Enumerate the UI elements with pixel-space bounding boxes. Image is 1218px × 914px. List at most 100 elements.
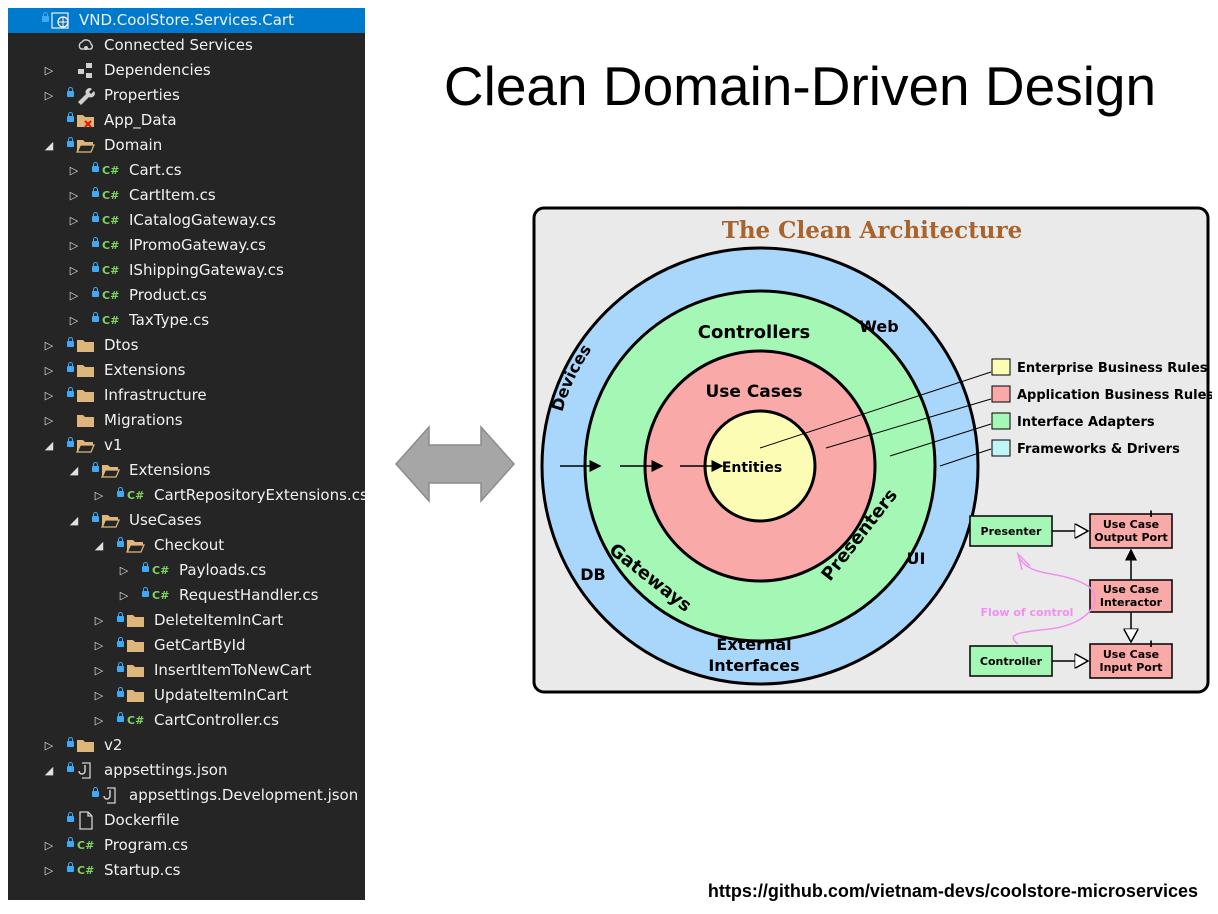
csharp-icon: C#	[77, 864, 95, 877]
expand-arrow-icon[interactable]: ▷	[119, 589, 129, 602]
tree-item[interactable]: ▷Infrastructure	[8, 383, 365, 408]
diagram-border	[532, 206, 1210, 694]
source-control-lock-icon	[117, 612, 124, 625]
tree-item-label: GetCartById	[154, 636, 246, 654]
tree-item[interactable]: ◢Domain	[8, 133, 365, 158]
expand-arrow-icon[interactable]: ▷	[94, 639, 104, 652]
tree-item[interactable]: ▷C#CartItem.cs	[8, 183, 365, 208]
tree-item[interactable]: ▷Dependencies	[8, 58, 365, 83]
tree-item-label: DeleteItemInCart	[154, 611, 284, 629]
expand-arrow-icon[interactable]: ▷	[94, 664, 104, 677]
tree-item-label: Dtos	[104, 336, 139, 354]
tree-item[interactable]: ▷ UpdateItemInCart	[8, 683, 365, 708]
input-port-line2: Input Port	[1099, 661, 1162, 674]
csharp-icon: C#	[102, 214, 120, 227]
tree-item[interactable]: ▷C#Startup.cs	[8, 858, 365, 883]
tree-item[interactable]: ▷Properties	[8, 83, 365, 108]
tree-item[interactable]: Connected Services	[8, 33, 365, 58]
csharp-icon: C#	[127, 489, 145, 502]
entities-label: Entities	[722, 460, 782, 476]
expand-arrow-icon[interactable]: ▷	[94, 689, 104, 702]
expand-arrow-icon[interactable]: ▷	[44, 339, 54, 352]
expand-arrow-icon[interactable]: ▷	[94, 614, 104, 627]
expand-arrow-icon[interactable]: ▷	[69, 189, 79, 202]
tree-item[interactable]: ▷Migrations	[8, 408, 365, 433]
expand-arrow-icon[interactable]: ▷	[44, 389, 54, 402]
tree-item[interactable]: ▷C#Product.cs	[8, 283, 365, 308]
tree-item[interactable]: appsettings.Development.json	[8, 783, 365, 808]
expand-arrow-icon[interactable]: ▷	[119, 564, 129, 577]
expand-arrow-icon[interactable]: ▷	[69, 314, 79, 327]
presenter-box-label: Presenter	[981, 525, 1043, 538]
tree-item-label: Cart.cs	[129, 161, 182, 179]
tree-item[interactable]: ▷Extensions	[8, 358, 365, 383]
expand-arrow-icon[interactable]: ▷	[94, 714, 104, 727]
source-control-lock-icon	[67, 387, 74, 400]
expand-arrow-icon[interactable]: ▷	[69, 264, 79, 277]
legend-swatch-application	[991, 385, 1011, 403]
tree-item[interactable]: ▷ Dtos	[8, 333, 365, 358]
tree-item-label: App_Data	[104, 111, 177, 129]
expand-arrow-icon[interactable]: ▷	[69, 164, 79, 177]
csharp-icon: C#	[102, 289, 120, 302]
source-control-lock-icon	[92, 237, 99, 250]
controllers-label: Controllers	[698, 322, 810, 343]
collapse-arrow-icon[interactable]: ◢	[69, 464, 79, 477]
flow-of-control-label: Flow of control	[981, 606, 1074, 619]
tree-item[interactable]: ▷C#Cart.cs	[8, 158, 365, 183]
collapse-arrow-icon[interactable]: ◢	[69, 514, 79, 527]
tree-item[interactable]: ▷C#RequestHandler.cs	[8, 583, 365, 608]
tree-item[interactable]: App_Data	[8, 108, 365, 133]
expand-arrow-icon[interactable]: ▷	[94, 489, 104, 502]
tree-item-label: UpdateItemInCart	[154, 686, 289, 704]
collapse-arrow-icon[interactable]: ◢	[94, 539, 104, 552]
source-control-lock-icon	[117, 662, 124, 675]
tree-item[interactable]: ▷v2	[8, 733, 365, 758]
expand-arrow-icon[interactable]: ▷	[44, 739, 54, 752]
expand-arrow-icon[interactable]: ▷	[44, 839, 54, 852]
tree-item[interactable]: ▷ DeleteItemInCart	[8, 608, 365, 633]
controller-box-label: Controller	[980, 655, 1043, 668]
slide-title: Clean Domain-Driven Design	[443, 55, 1157, 117]
collapse-arrow-icon[interactable]: ◢	[44, 764, 54, 777]
tree-item[interactable]: ▷C#Program.cs	[8, 833, 365, 858]
source-control-lock-icon	[42, 12, 49, 25]
tree-item[interactable]: ◢appsettings.json	[8, 758, 365, 783]
tree-item[interactable]: ▷InsertItemToNewCart	[8, 658, 365, 683]
tree-item[interactable]: ▷C#IPromoGateway.cs	[8, 233, 365, 258]
expand-arrow-icon[interactable]: ▷	[44, 864, 54, 877]
expand-arrow-icon[interactable]: ▷	[69, 214, 79, 227]
expand-arrow-icon[interactable]: ▷	[44, 89, 54, 102]
source-control-lock-icon	[67, 137, 74, 150]
tree-item[interactable]: ▷C#CartController.cs	[8, 708, 365, 733]
expand-arrow-icon[interactable]: ▷	[44, 414, 54, 427]
legend-swatch-adapters	[991, 412, 1011, 430]
tree-item[interactable]: ▷C#ICatalogGateway.cs	[8, 208, 365, 233]
tree-item-label: CartRepositoryExtensions.cs	[154, 486, 365, 504]
tree-item[interactable]: ▷C#Payloads.cs	[8, 558, 365, 583]
tree-item[interactable]: ◢Checkout	[8, 533, 365, 558]
expand-arrow-icon[interactable]: ▷	[44, 364, 54, 377]
expand-arrow-icon[interactable]: ▷	[69, 289, 79, 302]
tree-item[interactable]: Dockerfile	[8, 808, 365, 833]
tree-item[interactable]: ◢UseCases	[8, 508, 365, 533]
tree-item[interactable]: ◢v1	[8, 433, 365, 458]
source-control-lock-icon	[92, 212, 99, 225]
external-label: External	[716, 635, 791, 654]
expand-arrow-icon[interactable]: ▷	[69, 239, 79, 252]
tree-item[interactable]: VND.CoolStore.Services.Cart	[8, 8, 365, 33]
collapse-arrow-icon[interactable]: ◢	[44, 139, 54, 152]
double-arrow-icon	[394, 425, 516, 503]
source-control-lock-icon	[67, 112, 74, 125]
tree-item[interactable]: ◢Extensions	[8, 458, 365, 483]
flow-of-control-curve	[1012, 555, 1096, 645]
tree-item[interactable]: ▷ C# CartRepositoryExtensions.cs	[8, 483, 365, 508]
repository-url[interactable]: https://github.com/vietnam-devs/coolstor…	[707, 881, 1198, 901]
tree-item[interactable]: ▷ GetCartById	[8, 633, 365, 658]
interfaces-label: Interfaces	[708, 656, 799, 675]
tree-item[interactable]: ▷C#TaxType.cs	[8, 308, 365, 333]
expand-arrow-icon[interactable]: ▷	[44, 64, 54, 77]
tree-item[interactable]: ▷C#IShippingGateway.cs	[8, 258, 365, 283]
csharp-icon: C#	[77, 839, 95, 852]
collapse-arrow-icon[interactable]: ◢	[44, 439, 54, 452]
